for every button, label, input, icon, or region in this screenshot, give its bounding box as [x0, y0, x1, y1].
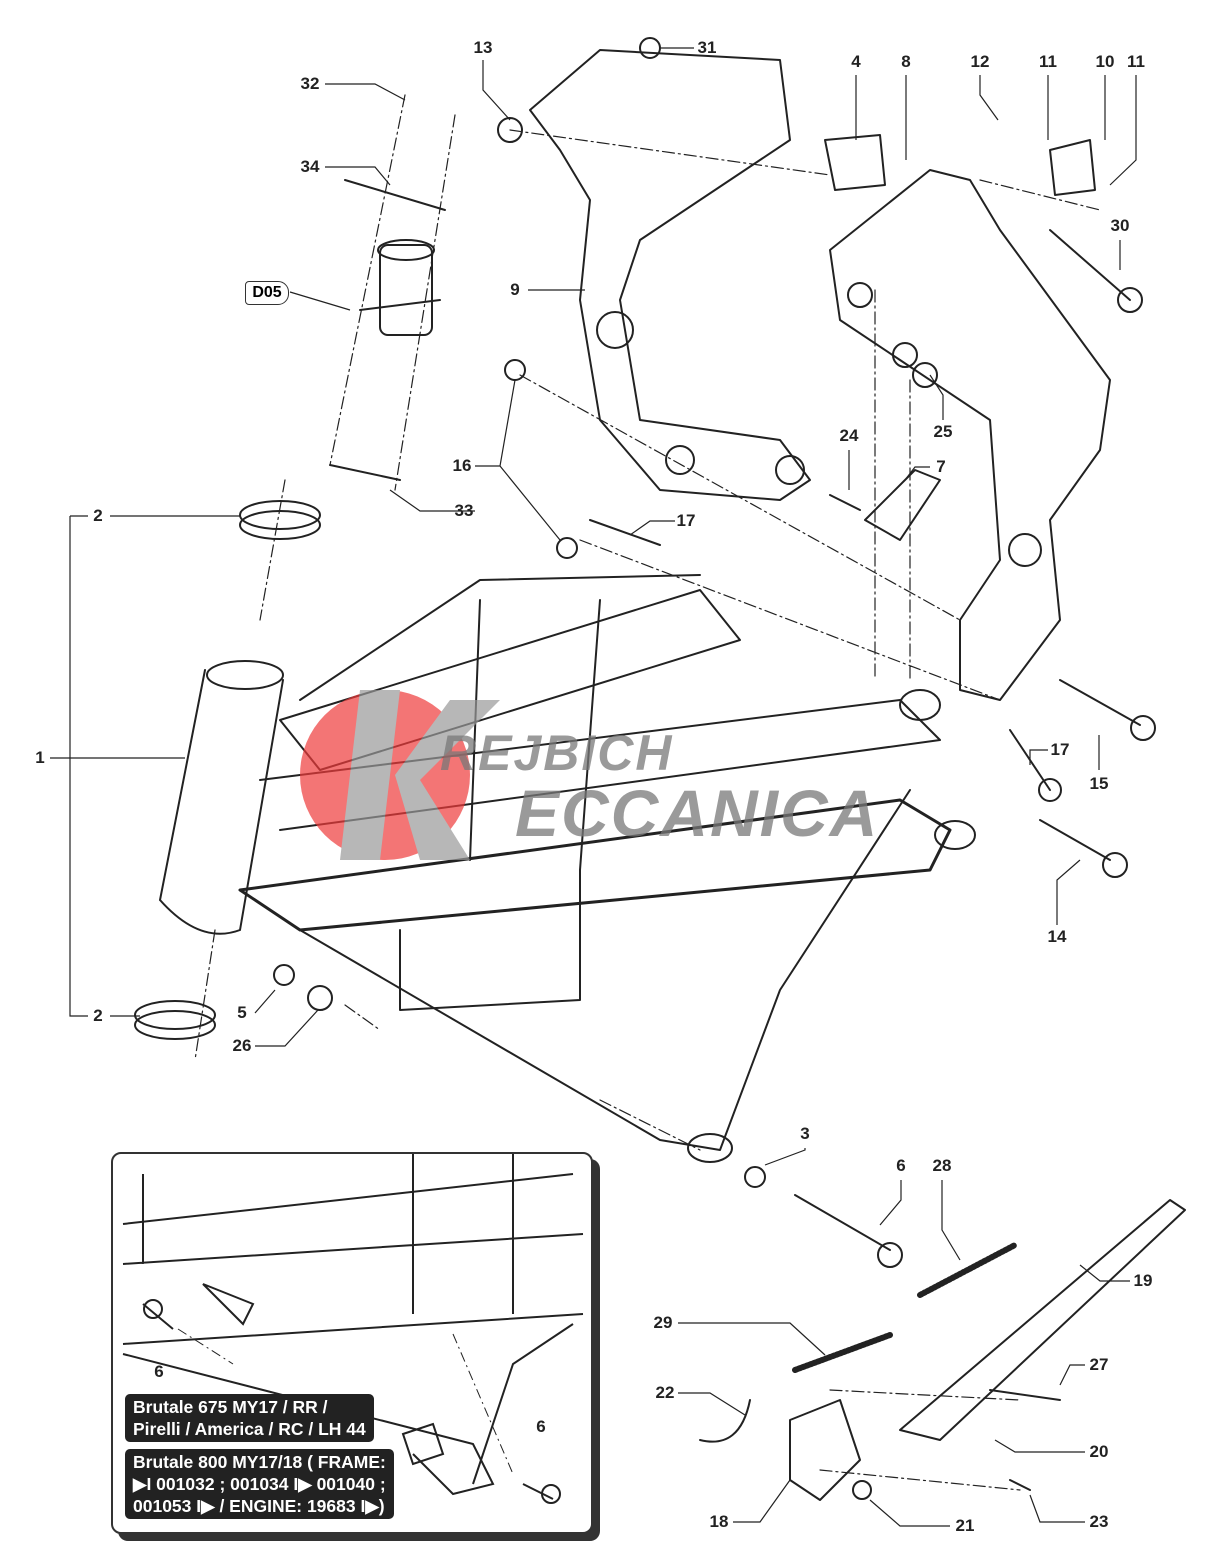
variant-note-800: Brutale 800 MY17/18 ( FRAME: ▶I 001032 ;…	[125, 1449, 394, 1519]
callout-29[interactable]: 19	[1133, 1271, 1153, 1290]
steering-head-tube	[159, 669, 284, 935]
inset-callout-6-left[interactable]: 6	[154, 1362, 164, 1381]
callout-31[interactable]: 27	[1089, 1355, 1109, 1374]
callout-19[interactable]: 1	[35, 748, 45, 767]
callout-18[interactable]: 33	[454, 501, 474, 520]
callout-5[interactable]: 11	[1039, 52, 1057, 71]
callout-33[interactable]: 20	[1089, 1442, 1109, 1461]
diagram-code-tag[interactable]: D05	[245, 281, 289, 305]
callout-20[interactable]: 17	[1050, 740, 1070, 759]
callout-22[interactable]: 14	[1047, 927, 1067, 946]
callout-4[interactable]: 12	[970, 52, 990, 71]
callout-7[interactable]: 11	[1127, 52, 1145, 71]
note-line: Pirelli / America / RC / LH 44	[133, 1419, 366, 1439]
callout-36[interactable]: 23	[1089, 1512, 1109, 1531]
callout-13[interactable]: 25	[933, 422, 953, 441]
callout-15[interactable]: 16	[452, 456, 472, 475]
callout-27[interactable]: 6	[896, 1156, 906, 1175]
callout-32[interactable]: 22	[655, 1383, 675, 1402]
note-line: 001053 I▶ / ENGINE: 19683 I▶)	[133, 1496, 385, 1516]
callout-21[interactable]: 15	[1089, 774, 1109, 793]
watermark-logo	[300, 690, 500, 860]
note-line: ▶I 001032 ; 001034 I▶ 001040 ;	[133, 1474, 386, 1494]
callout-10[interactable]: 30	[1110, 216, 1130, 235]
note-line: Brutale 675 MY17 / RR /	[133, 1397, 328, 1417]
callout-35[interactable]: 21	[955, 1516, 975, 1535]
variant-note-675: Brutale 675 MY17 / RR / Pirelli / Americ…	[125, 1394, 374, 1442]
inset-frame-detail	[122, 1154, 584, 1504]
callout-8[interactable]: 32	[300, 74, 320, 93]
callout-16[interactable]: 17	[676, 511, 696, 530]
callout-6[interactable]: 10	[1095, 52, 1115, 71]
callout-2[interactable]: 4	[851, 52, 861, 71]
note-line: Brutale 800 MY17/18 ( FRAME:	[133, 1452, 386, 1472]
callout-9[interactable]: 34	[300, 157, 320, 176]
variant-inset: 6 6 Brutale 675 MY17 / RR / Pirelli / Am…	[111, 1152, 593, 1534]
callout-30[interactable]: 29	[653, 1313, 673, 1332]
callout-14[interactable]: 7	[936, 457, 946, 476]
callout-24[interactable]: 2	[93, 1006, 103, 1025]
callout-25[interactable]: 26	[232, 1036, 252, 1055]
callout-3[interactable]: 8	[901, 52, 911, 71]
callout-17[interactable]: 2	[93, 506, 103, 525]
callout-1[interactable]: 31	[697, 38, 717, 57]
callout-12[interactable]: 24	[839, 426, 859, 445]
callout-34[interactable]: 18	[709, 1512, 729, 1531]
watermark-text-2: ECCANICA	[515, 776, 880, 850]
callout-0[interactable]: 13	[473, 38, 493, 57]
callout-11[interactable]: 9	[510, 280, 520, 299]
callout-23[interactable]: 5	[237, 1003, 247, 1022]
callout-28[interactable]: 28	[932, 1156, 952, 1175]
watermark-text-1: REJBICH	[440, 725, 674, 781]
inset-callout-6-right[interactable]: 6	[536, 1417, 546, 1436]
callout-26[interactable]: 3	[800, 1124, 810, 1143]
